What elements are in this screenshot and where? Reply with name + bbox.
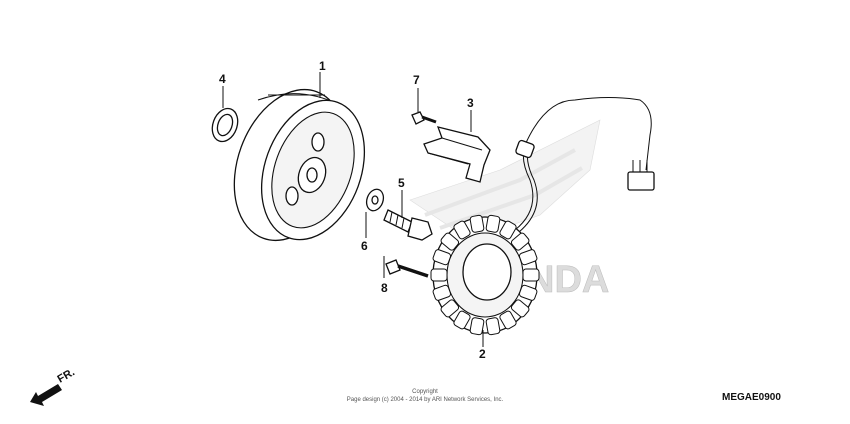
callout-2: 2 <box>479 347 486 361</box>
callout-5: 5 <box>398 176 405 190</box>
small-bolt-part <box>411 111 437 125</box>
callout-8: 8 <box>381 281 388 295</box>
stator-tooth <box>432 249 452 266</box>
stator-tooth <box>453 310 471 330</box>
stator-tooth <box>430 268 448 282</box>
stator-tooth <box>510 232 530 251</box>
front-arrow-icon <box>30 384 62 406</box>
diagram-code: MEGAE0900 <box>722 392 781 403</box>
callout-6: 6 <box>361 239 368 253</box>
stator-tooth <box>518 249 538 266</box>
washer-part <box>365 188 385 212</box>
flywheel-part <box>233 88 366 242</box>
stator-tooth <box>518 284 538 301</box>
copyright-text: Page design (c) 2004 - 2014 by ARI Netwo… <box>347 397 504 403</box>
stator-tooth <box>469 317 485 336</box>
wire-clamp-part <box>423 126 491 183</box>
stator-tooth <box>453 220 471 240</box>
stator-bolt-part <box>385 259 429 278</box>
stator-tooth <box>485 214 501 233</box>
stator-tooth <box>440 232 460 251</box>
leader-lines <box>222 72 484 347</box>
stator-tooth <box>469 214 485 233</box>
copyright-title: Copyright <box>412 389 438 395</box>
stator-tooth <box>440 299 460 318</box>
o-ring-part <box>211 107 239 143</box>
stator-tooth <box>432 284 452 301</box>
callout-1: 1 <box>319 59 326 73</box>
stator-part <box>430 97 655 336</box>
callout-7: 7 <box>413 73 420 87</box>
stator-tooth <box>485 317 501 336</box>
stator-tooth <box>499 310 517 330</box>
stator-tooth <box>522 268 540 282</box>
callout-3: 3 <box>467 96 474 110</box>
callout-4: 4 <box>219 72 226 86</box>
stator-tooth <box>499 220 517 240</box>
flywheel-bolt-part <box>383 209 433 241</box>
stator-tooth <box>510 299 530 318</box>
front-direction-label: FR. <box>56 366 77 385</box>
